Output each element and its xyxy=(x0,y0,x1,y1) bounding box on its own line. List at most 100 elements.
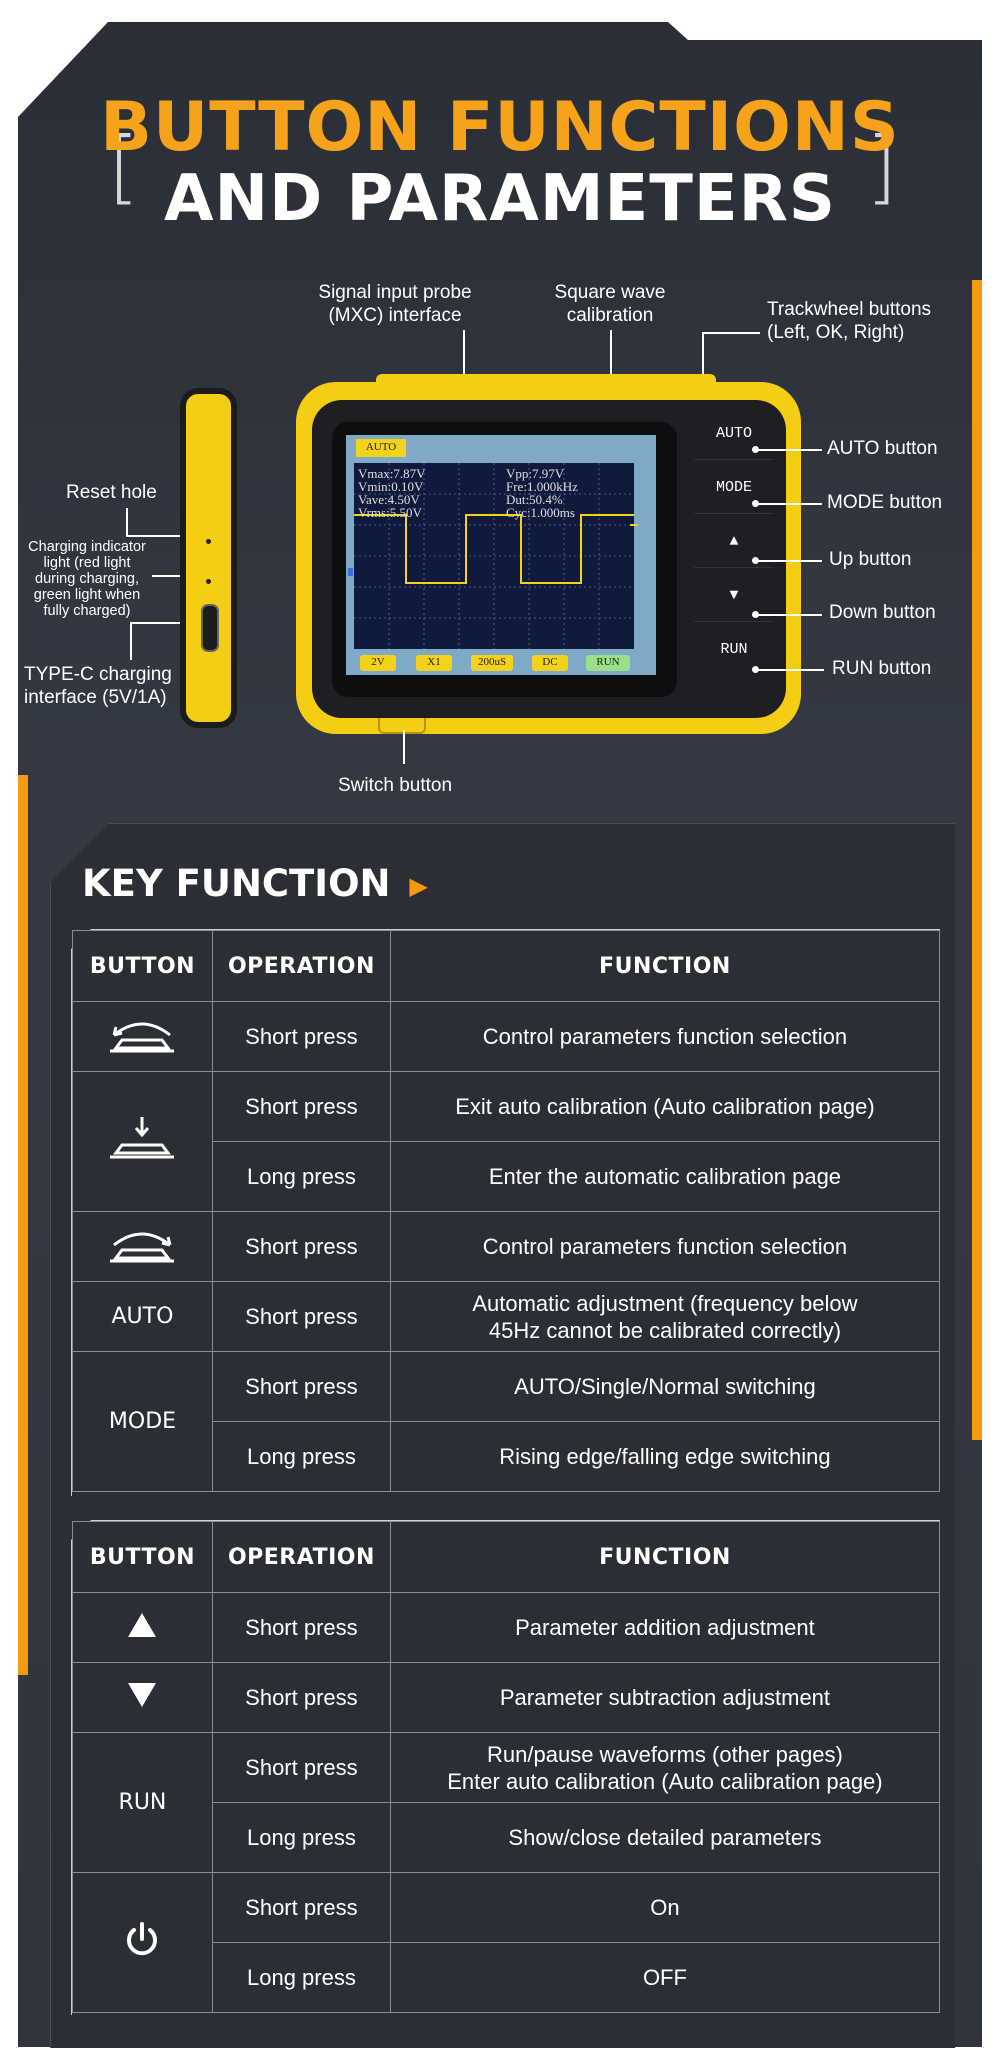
line-down xyxy=(756,614,822,616)
device-mode-button[interactable]: MODE xyxy=(694,463,774,514)
reading-vrms: Vrms:5.50V xyxy=(358,505,422,520)
device-run-button[interactable]: RUN xyxy=(720,641,748,658)
reading-dut: Dut:50.4% xyxy=(506,492,563,507)
reading-fre: Fre:1.000kHz xyxy=(506,479,578,494)
table-row: Short press Parameter subtraction adjust… xyxy=(72,1662,941,1733)
table-row: Short press Exit auto calibration (Auto … xyxy=(72,1071,941,1212)
reading-vave: Vave:4.50V xyxy=(358,492,420,507)
table2-header-row: BUTTON OPERATION FUNCTION xyxy=(72,1521,941,1593)
trackwheel-left-icon xyxy=(72,1001,213,1072)
dot-auto xyxy=(752,446,759,453)
device-down-button[interactable]: ▼ xyxy=(694,571,774,622)
table1-header-row: BUTTON OPERATION FUNCTION xyxy=(72,930,941,1002)
dot-up xyxy=(752,557,759,564)
down-triangle-icon xyxy=(72,1662,213,1733)
t1-r7-function: Rising edge/falling edge switching xyxy=(389,1421,941,1492)
oscilloscope-screen: AUTO Vmax:7.87V Vmin:0.10V Vave:4.50V Vr… xyxy=(346,435,656,675)
callout-charging-text: Charging indicator light (red light duri… xyxy=(28,539,146,619)
t1-r6-button: MODE xyxy=(72,1351,213,1492)
line-run xyxy=(756,669,824,671)
key-function-table-1: BUTTON OPERATION FUNCTION Short press Co… xyxy=(72,930,941,1492)
header-operation: OPERATION xyxy=(211,930,391,1002)
t1-r5-function-line1: Automatic adjustment (frequency below xyxy=(472,1290,858,1316)
device-side-view xyxy=(180,388,237,728)
device-face: AUTO Vmax:7.87V Vmin:0.10V Vave:4.50V Vr… xyxy=(312,400,786,718)
line-probe xyxy=(463,330,465,386)
reading-vpp: Vpp:7.97V xyxy=(506,466,565,481)
header2-function: FUNCTION xyxy=(389,1521,941,1593)
header-button: BUTTON xyxy=(72,930,213,1002)
t1-r3-operation: Long press xyxy=(211,1141,391,1212)
waveform-display xyxy=(346,435,656,675)
table-row: MODE Short press AUTO/Single/Normal swit… xyxy=(72,1351,941,1492)
oscilloscope-device: AUTO Vmax:7.87V Vmin:0.10V Vave:4.50V Vr… xyxy=(296,374,801,734)
tag-time: 200uS xyxy=(477,656,507,668)
readings-left: Vmax:7.87V Vmin:0.10V Vave:4.50V Vrms:5.… xyxy=(358,467,426,519)
t1-r5-button: AUTO xyxy=(72,1281,213,1352)
trackwheel-right-icon xyxy=(72,1211,213,1282)
t2-r6-operation: Long press xyxy=(211,1942,391,2013)
key-function-title: KEY FUNCTION ▶ xyxy=(82,862,428,905)
callout-typec-text: TYPE-C charging interface (5V/1A) xyxy=(24,664,172,708)
t2-r2-function: Parameter subtraction adjustment xyxy=(389,1662,941,1733)
t2-r6-function: OFF xyxy=(389,1942,941,2013)
t1-r4-operation: Short press xyxy=(211,1211,391,1282)
callout-square-text: Square wave calibration xyxy=(554,282,666,326)
callout-run: RUN button xyxy=(832,658,932,679)
t1-r1-function: Control parameters function selection xyxy=(389,1001,941,1072)
t2-r1-function: Parameter addition adjustment xyxy=(389,1592,941,1663)
reading-vmin: Vmin:0.10V xyxy=(358,479,424,494)
reading-cyc: Cyc:1.000ms xyxy=(506,505,575,520)
table-row: Short press On xyxy=(72,1872,941,2013)
t2-r5-operation: Short press xyxy=(211,1872,391,1943)
t1-r1-operation: Short press xyxy=(211,1001,391,1072)
t2-r3-operation: Short press xyxy=(211,1732,391,1803)
table-row: RUN Short press Run/pause waveforms (oth… xyxy=(72,1732,941,1873)
callout-up: Up button xyxy=(829,549,912,570)
t2-r3-button: RUN xyxy=(72,1732,213,1873)
callout-typec: TYPE-C charging interface (5V/1A) xyxy=(24,663,184,709)
t1-r4-function: Control parameters function selection xyxy=(389,1211,941,1282)
device-up-button[interactable]: ▲ xyxy=(694,517,774,568)
callout-probe: Signal input probe (MXC) interface xyxy=(300,281,490,327)
device-auto-button[interactable]: AUTO xyxy=(694,409,774,460)
title-bracket-right: ] xyxy=(866,120,898,213)
t1-r7-operation: Long press xyxy=(211,1421,391,1492)
switch-button-tab[interactable] xyxy=(378,718,426,734)
table-row: Long press Show/close detailed parameter… xyxy=(73,1802,941,1873)
t1-r5-operation: Short press xyxy=(211,1281,391,1352)
table-row: Short press Control parameters function … xyxy=(72,1211,941,1282)
table-row: AUTO Short press Automatic adjustment (f… xyxy=(72,1281,941,1352)
screen-badge: AUTO xyxy=(365,441,397,453)
accent-stripe-left xyxy=(18,775,28,1675)
t1-r5-function: Automatic adjustment (frequency below 45… xyxy=(389,1281,941,1352)
charging-indicator-light xyxy=(206,579,211,584)
reading-vmax: Vmax:7.87V xyxy=(358,466,426,481)
accent-stripe-right xyxy=(972,280,982,1440)
line-mode xyxy=(756,503,822,505)
callout-square: Square wave calibration xyxy=(535,281,685,327)
callout-switch: Switch button xyxy=(338,775,453,796)
t1-r6-operation: Short press xyxy=(211,1351,391,1422)
t2-r2-operation: Short press xyxy=(211,1662,391,1733)
callout-probe-text: Signal input probe (MXC) interface xyxy=(318,282,472,326)
table-row: Long press OFF xyxy=(73,1942,941,2013)
line-trackwheel-h xyxy=(702,332,760,334)
header-function: FUNCTION xyxy=(389,930,941,1002)
dot-down xyxy=(752,611,759,618)
callout-down: Down button xyxy=(829,602,936,623)
t1-r3-function: Enter the automatic calibration page xyxy=(389,1141,941,1212)
line-switch xyxy=(403,730,405,764)
readings-right: Vpp:7.97V Fre:1.000kHz Dut:50.4% Cyc:1.0… xyxy=(506,467,578,519)
header2-operation: OPERATION xyxy=(211,1521,391,1593)
line-square xyxy=(610,330,612,386)
table-row: Long press Rising edge/falling edge swit… xyxy=(73,1421,941,1492)
t2-r3-function-line1: Run/pause waveforms (other pages) xyxy=(487,1741,843,1767)
line-typec-h xyxy=(130,622,202,624)
table-row: Short press Control parameters function … xyxy=(72,1001,941,1072)
callout-trackwheel: Trackwheel buttons (Left, OK, Right) xyxy=(767,298,937,344)
line-typec-v xyxy=(130,622,132,660)
dot-run xyxy=(752,666,759,673)
callout-charging: Charging indicator light (red light duri… xyxy=(22,539,152,619)
tag-coupling: DC xyxy=(542,656,558,668)
